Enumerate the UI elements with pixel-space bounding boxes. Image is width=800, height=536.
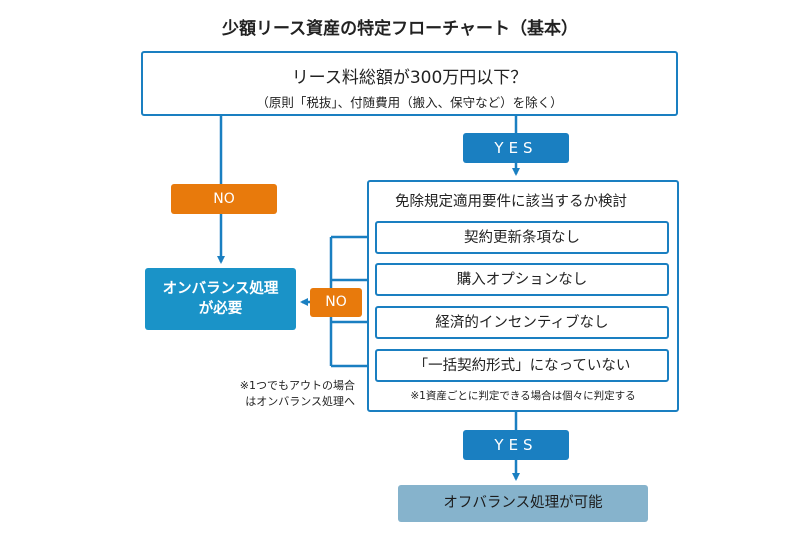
requirement-item: 契約更新条項なし [375,221,669,254]
exemption-title: 免除規定適用要件に該当するか検討 [395,194,627,210]
requirement-item: 「一括契約形式」になっていない [375,349,669,382]
no-badge-left: NO [171,184,277,214]
exemption-note: ※1資産ごとに判定できる場合は個々に判定する [410,390,636,402]
question-line1: リース料総額が300万円以下？ [291,68,528,88]
side-note: ※1つでもアウトの場合 はオンバランス処理へ [205,378,355,410]
on-balance-box: オンバランス処理 が必要 [145,268,296,330]
off-balance-box: オフバランス処理が可能 [398,485,648,522]
on-balance-line1: オンバランス処理 [162,281,279,297]
no-badge-bracket: NO [310,288,362,317]
requirement-item: 経済的インセンティブなし [375,306,669,339]
side-note-line1: ※1つでもアウトの場合 [239,379,355,392]
page-title: 少額リース資産の特定フローチャート（基本） [222,19,578,39]
question-box: リース料総額が300万円以下？ （原則「税抜」、付随費用（搬入、保守など）を除く… [141,51,678,116]
yes-badge-top: YES [463,133,569,163]
on-balance-line2: が必要 [198,301,243,317]
yes-badge-bottom: YES [463,430,569,460]
question-line2: （原則「税抜」、付随費用（搬入、保守など）を除く） [256,95,563,110]
requirement-item: 購入オプションなし [375,263,669,296]
side-note-line2: はオンバランス処理へ [245,395,355,408]
